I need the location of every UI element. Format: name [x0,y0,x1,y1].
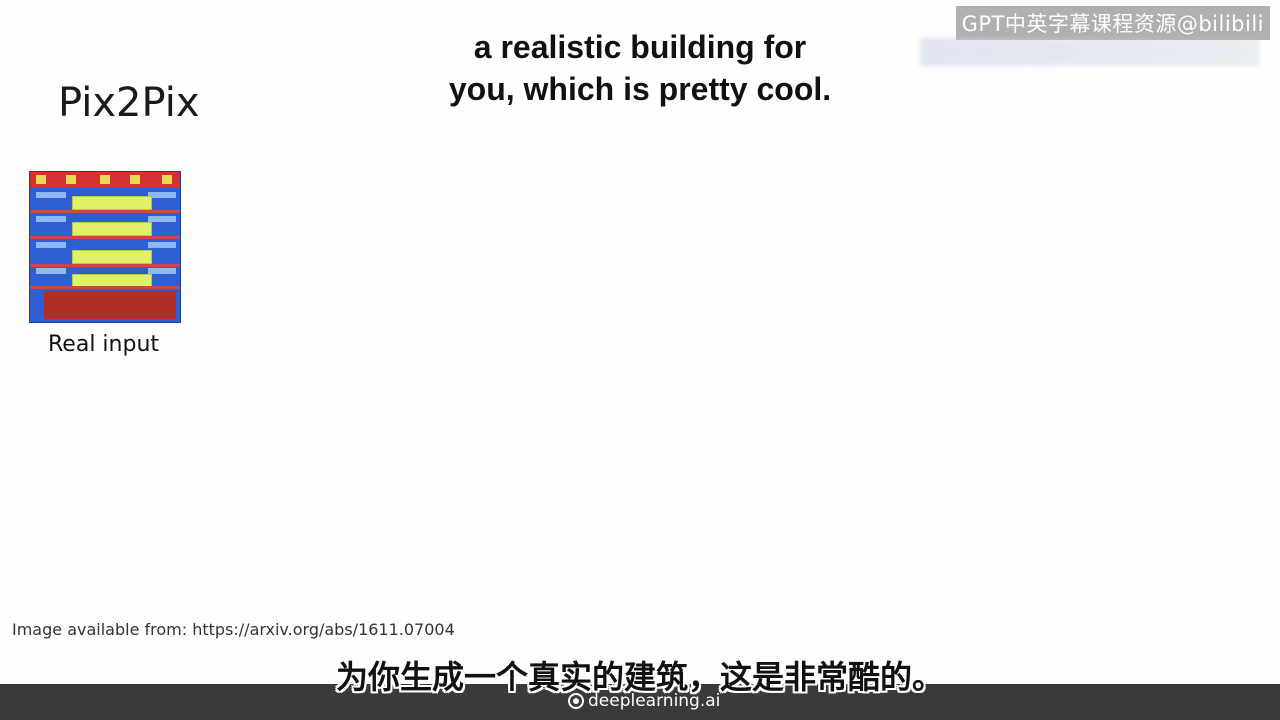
facade-ground-floor [44,291,176,319]
facade-window [148,192,176,198]
brand: deeplearning.ai [568,691,720,711]
brand-text: deeplearning.ai [588,691,721,711]
facade-ornament [36,175,46,184]
subtitle-chinese: 为你生成一个真实的建筑，这是非常酷的。 [335,658,944,696]
facade-balcony [72,196,152,210]
facade-ornament [162,175,172,184]
facade-window [36,268,66,274]
slide-title: Pix2Pix [58,80,200,126]
subtitle-english-line-2: you, which is pretty cool. [448,71,832,107]
subtitle-english: a realistic building for you, which is p… [330,26,950,110]
image-source-citation: Image available from: https://arxiv.org/… [12,620,455,639]
subtitle-english-line-1: a realistic building for [473,29,807,65]
facade-ornament [100,175,110,184]
facade-sill [30,210,180,213]
watermark-blur [920,38,1260,66]
facade-window [36,192,66,198]
facade-sill [30,264,180,267]
facade-balcony [72,222,152,236]
facade-window [148,242,176,248]
facade-window [36,242,66,248]
facade-window [36,216,66,222]
facade-window [148,268,176,274]
facade-balcony [72,250,152,264]
real-input-image [29,171,181,323]
real-input-caption: Real input [48,332,160,357]
facade-window [148,216,176,222]
deeplearning-logo-icon [568,693,584,709]
facade-sill [30,236,180,239]
facade-ornament [130,175,140,184]
facade-top-band [30,172,180,188]
facade-ornament [66,175,76,184]
bottom-bar [0,684,1280,720]
watermark: GPT中英字幕课程资源@bilibili [955,6,1270,40]
facade-sill [30,286,180,289]
